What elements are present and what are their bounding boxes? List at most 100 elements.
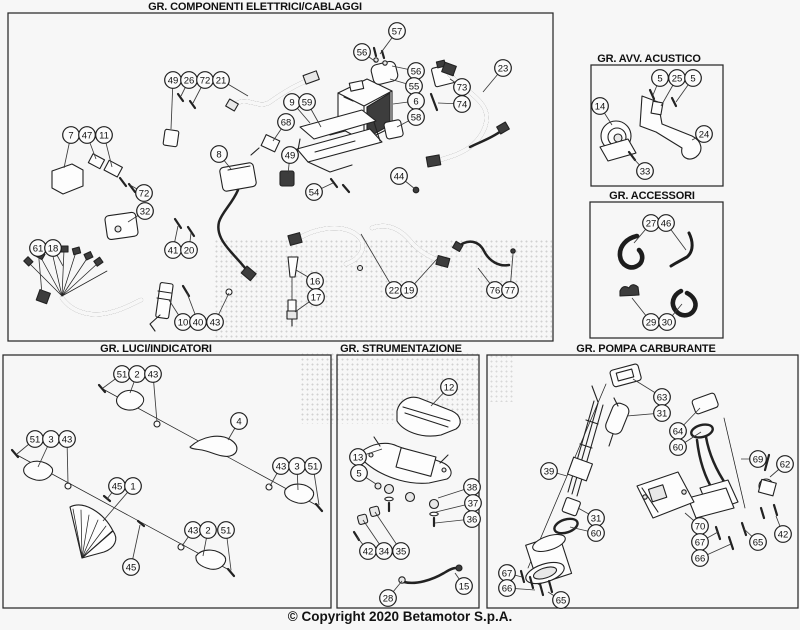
bolt-72-art — [188, 99, 197, 110]
title-accessori: GR. ACCESSORI — [609, 190, 695, 202]
svg-text:43: 43 — [276, 461, 287, 472]
callout-76: 76 — [477, 267, 504, 299]
hook-30-art — [670, 288, 698, 318]
callout-72: 72 — [129, 184, 153, 202]
clamp-29-art — [619, 284, 640, 297]
callout-43: 43 — [181, 521, 202, 547]
svg-text:29: 29 — [646, 317, 657, 328]
callout-67: 67 — [691, 531, 719, 551]
callout-5: 5 — [651, 69, 669, 96]
instrumentation-drawing — [352, 396, 463, 585]
svg-text:31: 31 — [657, 408, 668, 419]
callout-43: 43 — [269, 457, 290, 487]
svg-text:7: 7 — [68, 130, 73, 141]
callout-36: 36 — [434, 510, 481, 528]
svg-text:67: 67 — [502, 568, 513, 579]
spacer-34-art — [357, 513, 369, 525]
svg-text:38: 38 — [467, 482, 478, 493]
washer-37-art — [384, 496, 394, 502]
svg-text:72: 72 — [139, 188, 150, 199]
callout-42: 42 — [356, 536, 377, 560]
svg-text:5: 5 — [356, 468, 361, 479]
box-strumentazione — [336, 354, 480, 609]
callout-5: 5 — [350, 464, 377, 485]
callout-69: 69 — [741, 450, 767, 468]
callout-11: 11 — [95, 126, 113, 168]
callout-29: 29 — [631, 297, 660, 331]
callout-55: 55 — [389, 77, 423, 95]
connector-31b-art — [561, 497, 581, 517]
callout-31: 31 — [577, 507, 605, 527]
svg-text:51: 51 — [30, 434, 41, 445]
callout-30: 30 — [658, 303, 683, 331]
svg-text:23: 23 — [498, 63, 509, 74]
callout-66: 66 — [498, 579, 536, 597]
indicator-2-art — [195, 549, 227, 570]
callout-45: 45 — [122, 524, 141, 576]
callout-1: 1 — [102, 477, 142, 522]
bolt-72b-art — [118, 176, 128, 188]
svg-text:43: 43 — [210, 317, 221, 328]
pin-74-art — [429, 92, 439, 112]
svg-text:2: 2 — [134, 369, 139, 380]
bracket-9-59-art — [296, 109, 383, 173]
callout-10: 10 — [168, 299, 192, 331]
svg-text:61: 61 — [33, 243, 44, 254]
callout-62: 62 — [769, 455, 794, 478]
svg-text:12: 12 — [444, 382, 455, 393]
bolt-51-art — [10, 448, 20, 459]
callout-22: 22 — [360, 233, 403, 299]
callout-31: 31 — [626, 404, 671, 422]
callout-28: 28 — [379, 580, 403, 607]
connector-49b-art — [279, 170, 295, 187]
grommet-38-art — [383, 483, 395, 495]
callout-61: 61 — [29, 239, 47, 295]
callout-40: 40 — [186, 292, 207, 331]
coil-10-art — [149, 217, 233, 332]
callout-51: 51 — [102, 365, 131, 389]
callout-32: 32 — [127, 202, 154, 223]
bolt-5-art — [374, 482, 382, 490]
callout-41: 41 — [164, 225, 182, 259]
callout-63: 63 — [632, 378, 671, 406]
callout-43: 43 — [206, 292, 230, 331]
callout-77: 77 — [501, 253, 519, 299]
svg-text:43: 43 — [188, 525, 199, 536]
svg-text:10: 10 — [178, 317, 189, 328]
oring-60-art — [690, 423, 714, 439]
callout-44: 44 — [390, 167, 416, 190]
svg-text:60: 60 — [591, 528, 602, 539]
callout-67: 67 — [498, 564, 523, 582]
svg-text:46: 46 — [661, 218, 672, 229]
callout-12: 12 — [430, 378, 458, 407]
svg-text:25: 25 — [672, 73, 683, 84]
callout-59: 59 — [298, 93, 322, 128]
svg-text:58: 58 — [411, 112, 422, 123]
fuel-pump-drawing — [519, 363, 779, 597]
callout-37: 37 — [435, 494, 482, 513]
bolt-51-art — [314, 502, 324, 513]
callout-45: 45 — [106, 477, 126, 500]
callout-58: 58 — [396, 108, 425, 128]
callout-34: 34 — [362, 519, 393, 560]
callout-60: 60 — [569, 524, 605, 542]
sensor-62-art — [757, 453, 779, 520]
title-luci-indicatori: GR. LUCI/INDICATORI — [100, 343, 212, 355]
svg-text:65: 65 — [556, 595, 567, 606]
harness-61-18-art — [23, 245, 144, 314]
callout-38: 38 — [437, 478, 481, 499]
callout-19: 19 — [400, 258, 438, 299]
callout-51: 51 — [304, 457, 322, 506]
svg-text:63: 63 — [657, 392, 668, 403]
callout-64: 64 — [669, 407, 701, 440]
hook-27-art — [617, 233, 645, 270]
callout-65: 65 — [547, 591, 570, 609]
svg-text:62: 62 — [780, 459, 791, 470]
nut-43-art — [265, 483, 273, 491]
box-accessori — [589, 201, 724, 339]
cable-15-art — [402, 566, 461, 585]
callout-33: 33 — [633, 158, 654, 180]
nut-28-art — [398, 576, 406, 584]
